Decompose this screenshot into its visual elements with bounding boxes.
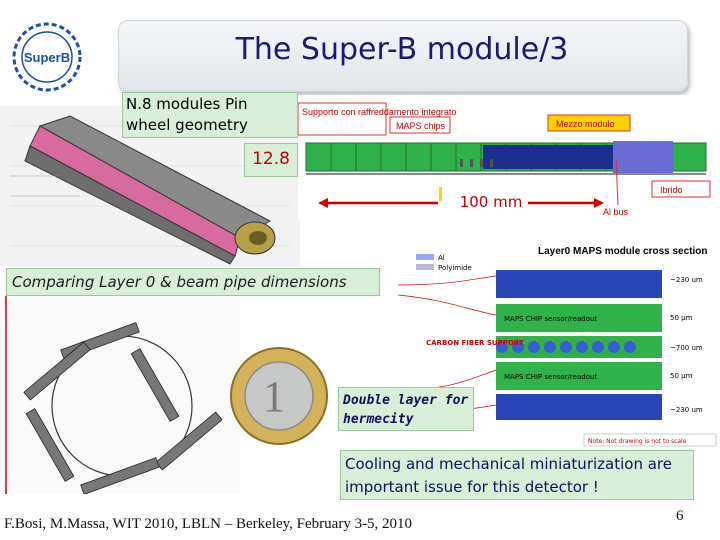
dim-4: 50 µm bbox=[670, 372, 693, 380]
callout-mezzo-modulo: Mezzo modulo bbox=[556, 119, 615, 129]
legend-al: Al bbox=[438, 254, 445, 262]
page-number: 6 bbox=[676, 508, 684, 524]
layer-carbon: CARBON FIBER SUPPORT bbox=[426, 339, 524, 347]
dim-5: ~230 um bbox=[670, 406, 703, 414]
dim-1: ~230 um bbox=[670, 276, 703, 284]
cross-section-note: Note: Not drawing is not to scale bbox=[588, 438, 687, 445]
width-label: 100 mm bbox=[459, 193, 523, 211]
layer-maps-bottom: MAPS CHIP sensor/readout bbox=[504, 373, 597, 381]
length-label: 12.8 bbox=[244, 143, 298, 177]
module-3d-drawing bbox=[0, 106, 300, 266]
callout-ibrido: Ibrido bbox=[660, 185, 683, 195]
footer-citation: F.Bosi, M.Massa, WIT 2010, LBLN – Berkel… bbox=[4, 516, 413, 532]
legend-polyimide: Polyimide bbox=[438, 264, 472, 272]
euro-coin-image: 1 bbox=[230, 347, 328, 445]
superb-logo: SuperB bbox=[12, 22, 82, 92]
double-layer-label: Double layer for hermecity bbox=[338, 387, 474, 431]
module-side-view: Supporto con raffreddamento integrato MA… bbox=[298, 95, 720, 220]
cooling-label: Cooling and mechanical miniaturization a… bbox=[340, 450, 694, 500]
comparison-label: Comparing Layer 0 & beam pipe dimensions bbox=[6, 268, 380, 296]
pin-wheel-label: N.8 modules Pin wheel geometry bbox=[122, 92, 298, 138]
dim-2: 50 µm bbox=[670, 314, 693, 322]
svg-text:1: 1 bbox=[263, 372, 285, 421]
cross-section-title: Layer0 MAPS module cross section bbox=[538, 246, 708, 257]
slide-title: The Super-B module/3 bbox=[235, 32, 569, 67]
title-banner bbox=[118, 20, 688, 92]
callout-support: Supporto con raffreddamento integrato bbox=[302, 107, 456, 117]
dim-3: ~700 um bbox=[670, 344, 703, 352]
layer-maps-top: MAPS CHIP sensor/readout bbox=[504, 315, 597, 323]
logo-text: SuperB bbox=[24, 50, 70, 65]
callout-maps-chips: MAPS chips bbox=[396, 121, 446, 131]
pinwheel-end-view bbox=[0, 296, 240, 494]
callout-al-bus: Al bus bbox=[603, 207, 629, 217]
